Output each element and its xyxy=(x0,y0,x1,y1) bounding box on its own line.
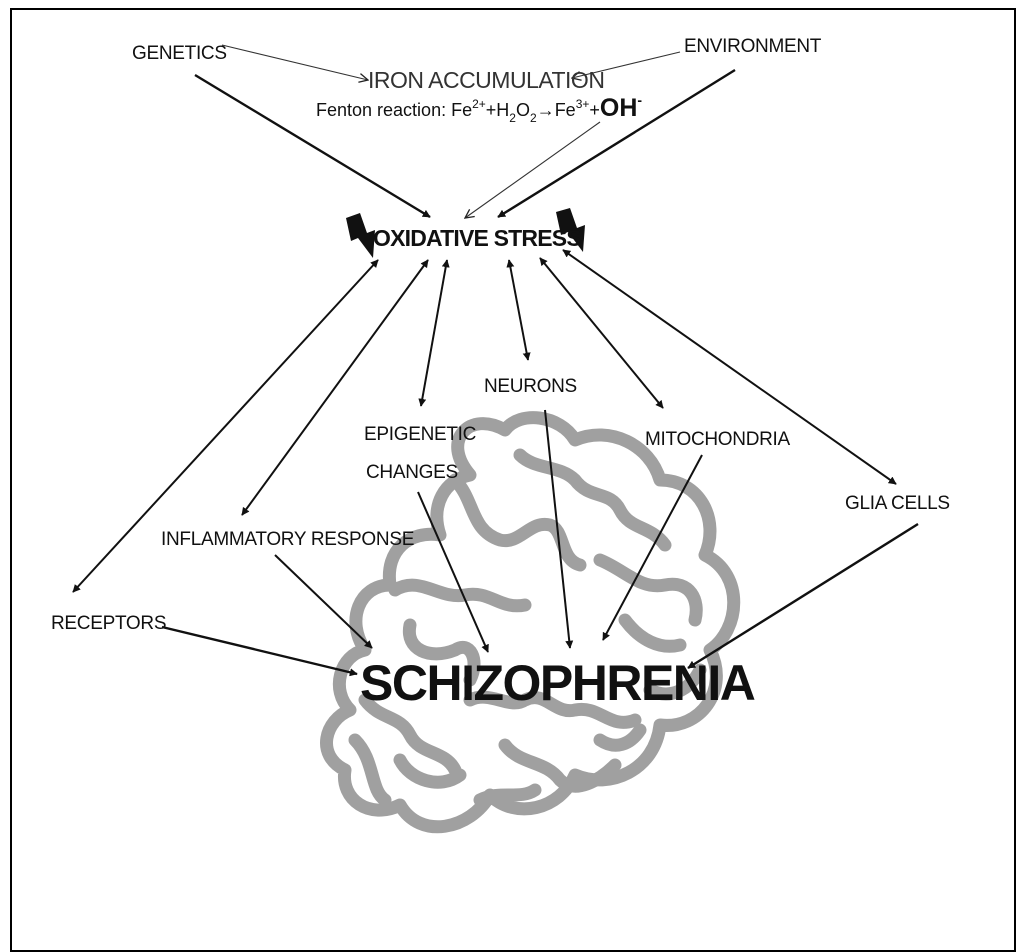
neurons-label: NEURONS xyxy=(484,376,577,397)
arrow-receptors-to-schizophrenia xyxy=(162,627,357,674)
arrow-oxidative-stress-epigenetic xyxy=(421,260,447,406)
arrow-fenton-to-oxidative-stress xyxy=(465,122,600,218)
iron-accumulation-label: IRON ACCUMULATION xyxy=(368,67,604,93)
arrows xyxy=(73,45,918,674)
genetics-label: GENETICS xyxy=(132,43,227,64)
lightning-bolt-icon xyxy=(346,213,375,258)
inflammatory-response-label: INFLAMMATORY RESPONSE xyxy=(161,529,414,550)
environment-label: ENVIRONMENT xyxy=(684,36,822,57)
epigenetic-changes-label-line1: EPIGENETIC xyxy=(364,424,476,445)
arrow-genetics-to-iron xyxy=(222,45,368,80)
oxidative-stress-label: OXIDATIVE STRESS xyxy=(373,225,581,251)
arrow-glia-to-schizophrenia xyxy=(688,524,918,668)
mitochondria-label: MITOCHONDRIA xyxy=(645,429,791,450)
arrow-genetics-to-oxidative-stress xyxy=(195,75,430,217)
schizophrenia-label: SCHIZOPHRENIA xyxy=(360,655,755,711)
arrow-oxidative-stress-neurons xyxy=(509,260,528,360)
fenton-reaction-equation: Fenton reaction: Fe2++H2O2→Fe3++OH- xyxy=(316,92,642,125)
epigenetic-changes-label-line2: CHANGES xyxy=(366,462,458,483)
receptors-label: RECEPTORS xyxy=(51,613,166,634)
glia-cells-label: GLIA CELLS xyxy=(845,493,950,514)
arrow-mitochondria-to-schizophrenia xyxy=(603,455,702,640)
